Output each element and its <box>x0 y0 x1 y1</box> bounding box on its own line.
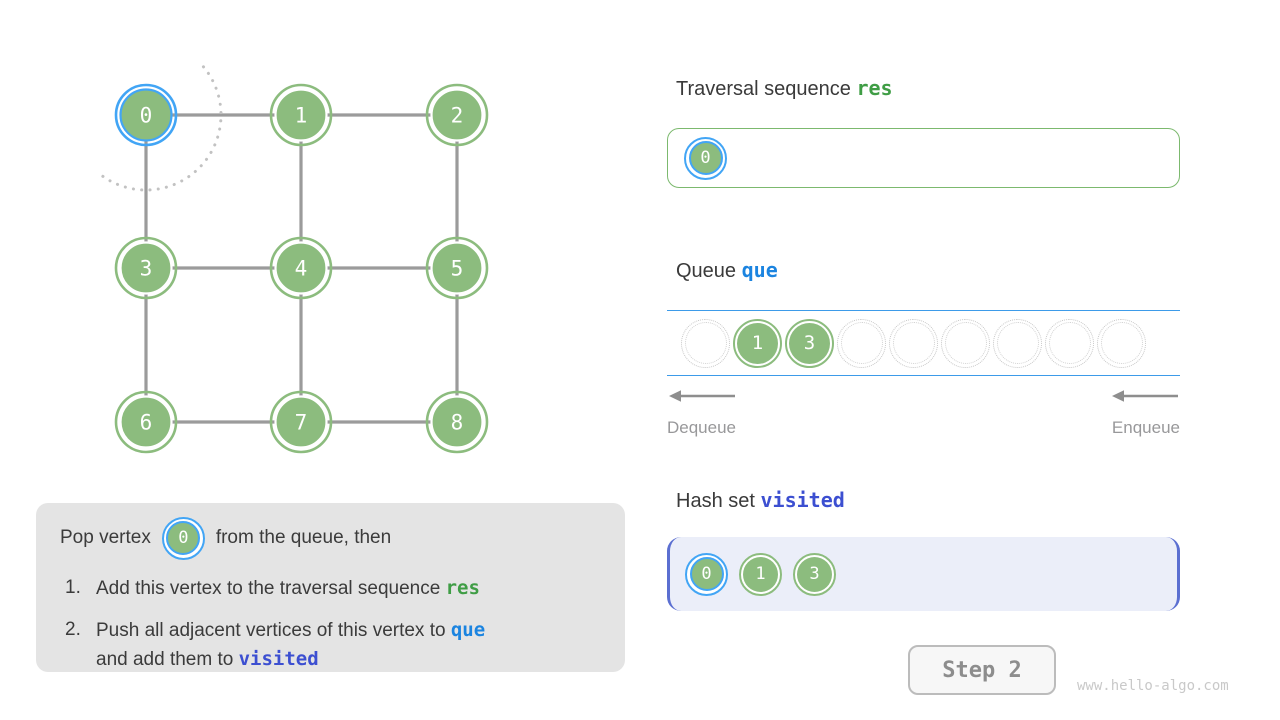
item-1-text: Add this vertex to the traversal sequenc… <box>96 578 441 599</box>
list-number: 2. <box>65 619 81 640</box>
graph-node-3: 3 <box>114 236 178 300</box>
vertex-chip-label: 3 <box>789 322 830 364</box>
vertex-chip-label: 0 <box>688 141 723 175</box>
queue-empty-slot <box>1097 318 1146 368</box>
enqueue-indicator: Enqueue <box>1110 388 1180 438</box>
graph-node-outer-ring <box>425 236 489 300</box>
graph-node-label: 6 <box>140 411 153 435</box>
explanation-item-2: 2. Push all adjacent vertices of this ve… <box>60 616 601 674</box>
traversal-sequence-box: 0 <box>667 128 1180 188</box>
enqueue-label: Enqueue <box>1111 418 1180 437</box>
graph-node-label: 3 <box>140 257 153 281</box>
graph-node-0: 0 <box>114 83 178 147</box>
graph-node-label: 0 <box>140 104 153 128</box>
graph-node-label: 4 <box>295 257 308 281</box>
vertex-chip-label: 1 <box>737 322 778 364</box>
graph-node-disc <box>430 241 484 295</box>
graph-node-disc <box>430 395 484 449</box>
vertex-chip-0: 0 <box>161 516 205 560</box>
graph-node-outer-ring <box>269 83 333 147</box>
visited-variable: visited <box>760 488 845 512</box>
vertex-chip-label: 0 <box>689 557 724 591</box>
explanation-item-2-text: Push all adjacent vertices of this verte… <box>96 616 485 674</box>
queue-arrows-row: Dequeue Enqueue <box>667 388 1180 438</box>
vertex-chip-1: 1 <box>733 318 782 368</box>
list-number: 1. <box>65 577 81 598</box>
dequeue-arrow-icon <box>669 390 735 402</box>
queue-empty-slot <box>837 318 886 368</box>
visited-section-title: Hash set visited <box>676 488 845 513</box>
queue-empty-slot <box>889 318 938 368</box>
graph-node-disc <box>119 88 173 142</box>
graph-node-disc <box>274 88 328 142</box>
explanation-intro-text: Pop vertex <box>60 527 151 548</box>
graph-canvas: 0 1 2 3 4 5 6 7 8 <box>98 65 489 454</box>
step-button[interactable]: Step 2 <box>908 645 1056 695</box>
explanation-intro: Pop vertex 0 from the queue, then <box>60 515 601 561</box>
queue-title-text: Queue <box>676 260 737 282</box>
graph-node-outer-ring <box>425 83 489 147</box>
queue-section-title: Queue que <box>676 258 778 283</box>
enqueue-arrow-icon <box>1112 390 1178 402</box>
graph-node-2: 2 <box>425 83 489 147</box>
graph-node-disc <box>274 395 328 449</box>
intro-vertex-chip-slot: 0 <box>161 516 205 560</box>
graph-node-8: 8 <box>425 390 489 454</box>
item-2-text-2: and add them to <box>96 649 234 670</box>
dequeue-label: Dequeue <box>667 418 737 437</box>
traversal-title-text: Traversal sequence <box>676 78 851 100</box>
frontier-arc <box>98 65 223 192</box>
graph-node-disc <box>119 395 173 449</box>
graph-node-1: 1 <box>269 83 333 147</box>
que-variable: que <box>450 619 486 641</box>
graph-node-6: 6 <box>114 390 178 454</box>
graph-node-outer-ring <box>114 236 178 300</box>
res-variable: res <box>856 76 893 100</box>
graph-node-5: 5 <box>425 236 489 300</box>
traversal-section-title: Traversal sequence res <box>676 76 893 101</box>
explanation-item-1: 1. Add this vertex to the traversal sequ… <box>60 574 601 603</box>
vertex-chip-3: 3 <box>785 318 834 368</box>
vertex-chip-0: 0 <box>685 552 728 596</box>
queue-empty-slot <box>941 318 990 368</box>
dequeue-indicator: Dequeue <box>667 388 737 438</box>
queue-empty-slot <box>681 318 730 368</box>
queue-empty-slot <box>993 318 1042 368</box>
graph-node-outer-ring <box>425 390 489 454</box>
graph-node-7: 7 <box>269 390 333 454</box>
visited-variable: visited <box>238 648 319 670</box>
item-2-text: Push all adjacent vertices of this verte… <box>96 620 446 641</box>
graph-node-outer-ring <box>114 83 178 147</box>
graph-node-label: 7 <box>295 411 308 435</box>
graph-node-disc <box>430 88 484 142</box>
res-variable: res <box>445 577 480 599</box>
graph-node-outer-ring <box>269 236 333 300</box>
vertex-chip-0: 0 <box>684 136 727 180</box>
explanation-item-1-text: Add this vertex to the traversal sequenc… <box>96 574 480 603</box>
graph-node-disc <box>274 241 328 295</box>
queue-empty-slot <box>1045 318 1094 368</box>
graph-node-label: 5 <box>451 257 464 281</box>
explanation-intro-text-after: from the queue, then <box>215 527 392 548</box>
que-variable: que <box>741 258 778 282</box>
explanation-box: Pop vertex 0 from the queue, then 1. Add… <box>36 503 625 672</box>
graph-node-label: 2 <box>451 104 464 128</box>
graph-node-label: 1 <box>295 104 308 128</box>
vertex-chip-3: 3 <box>793 552 836 596</box>
vertex-chip-label: 3 <box>797 556 832 592</box>
graph-node-label: 8 <box>451 411 464 435</box>
graph-node-outer-ring <box>269 390 333 454</box>
vertex-chip-label: 0 <box>166 521 201 555</box>
visited-title-text: Hash set <box>676 490 755 512</box>
graph-node-disc <box>119 241 173 295</box>
vertex-chip-1: 1 <box>739 552 782 596</box>
vertex-chip-label: 1 <box>743 556 778 592</box>
graph-node-outer-ring <box>114 390 178 454</box>
watermark: www.hello-algo.com <box>1077 678 1229 694</box>
graph-node-4: 4 <box>269 236 333 300</box>
